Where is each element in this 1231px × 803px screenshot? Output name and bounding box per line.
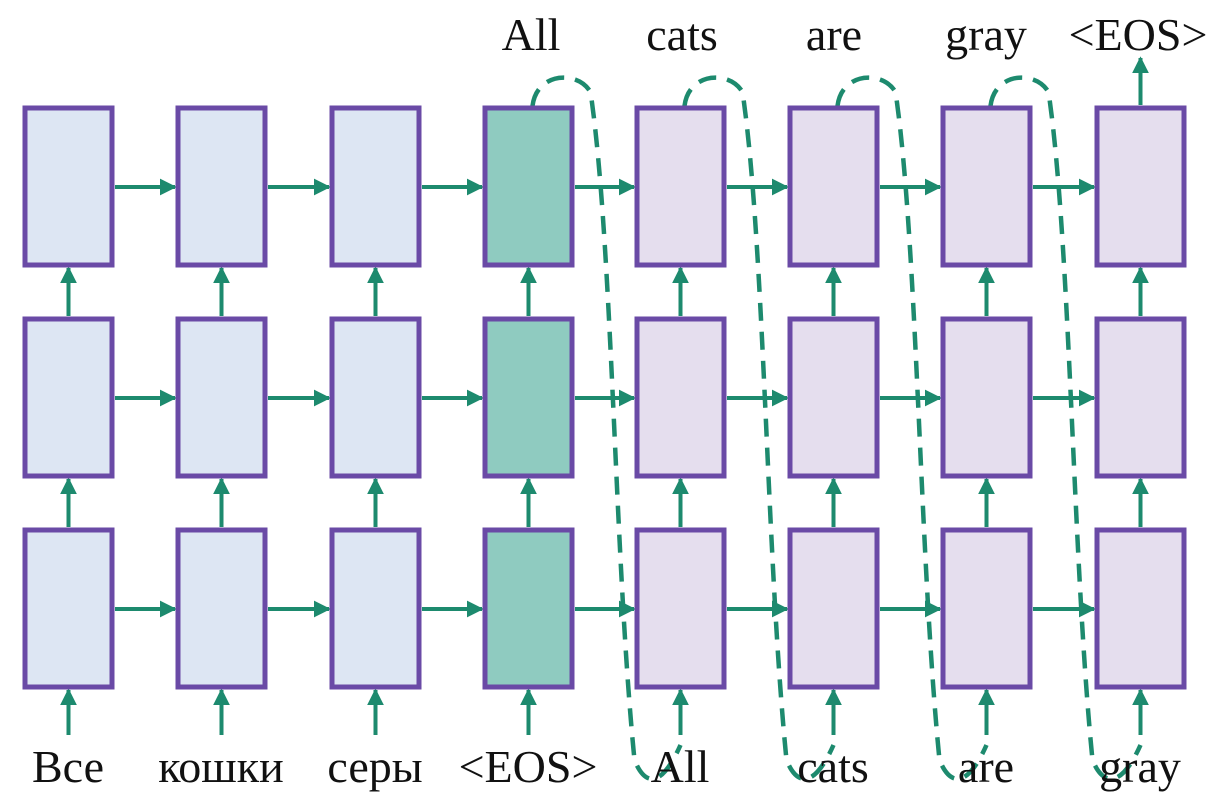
input-token-6: cats	[797, 741, 869, 792]
cell-layer3-step7	[940, 105, 1033, 268]
connections	[60, 56, 1149, 735]
cell-layer3-step4	[482, 105, 575, 268]
feedback-loop-4	[988, 75, 1143, 781]
output-token-2: cats	[646, 9, 718, 60]
cell-layer3-step3	[329, 105, 422, 268]
cell-layer1-step8	[1094, 527, 1187, 690]
cell-layer2-step8	[1094, 316, 1187, 479]
cell-layer2-step5	[634, 316, 727, 479]
cell-layer2-step7	[940, 316, 1033, 479]
cell-layer3-step1	[22, 105, 115, 268]
cell-layer2-step2	[175, 316, 268, 479]
cell-layer2-step6	[787, 316, 880, 479]
feedback-loop-3	[835, 75, 989, 781]
rnn-cells	[22, 105, 1187, 690]
input-token-2: кошки	[158, 741, 283, 792]
input-token-5: All	[651, 741, 710, 792]
cell-layer1-step2	[175, 527, 268, 690]
cell-layer1-step7	[940, 527, 1033, 690]
cell-layer2-step1	[22, 316, 115, 479]
input-token-7: are	[958, 741, 1014, 792]
input-token-1: Все	[32, 741, 104, 792]
cell-layer1-step1	[22, 527, 115, 690]
cell-layer1-step4	[482, 527, 575, 690]
cell-layer3-step8	[1094, 105, 1187, 268]
feedback-loop-1	[530, 75, 683, 781]
cell-layer3-step5	[634, 105, 727, 268]
input-token-4: <EOS>	[459, 741, 598, 792]
output-token-5: <EOS>	[1069, 9, 1208, 60]
input-token-3: серы	[327, 741, 422, 792]
cell-layer3-step2	[175, 105, 268, 268]
cell-layer1-step6	[787, 527, 880, 690]
output-token-1: All	[502, 9, 561, 60]
input-token-labels: Все кошки серы <EOS> All cats are gray	[32, 741, 1181, 792]
feedback-loops	[530, 75, 1143, 781]
output-token-3: are	[806, 9, 862, 60]
feedback-loop-2	[682, 75, 836, 781]
output-token-4: gray	[945, 9, 1027, 60]
cell-layer1-step3	[329, 527, 422, 690]
cell-layer2-step4	[482, 316, 575, 479]
output-token-labels: All cats are gray <EOS>	[502, 9, 1208, 60]
cell-layer3-step6	[787, 105, 880, 268]
cell-layer2-step3	[329, 316, 422, 479]
cell-layer1-step5	[634, 527, 727, 690]
input-token-8: gray	[1099, 741, 1181, 792]
